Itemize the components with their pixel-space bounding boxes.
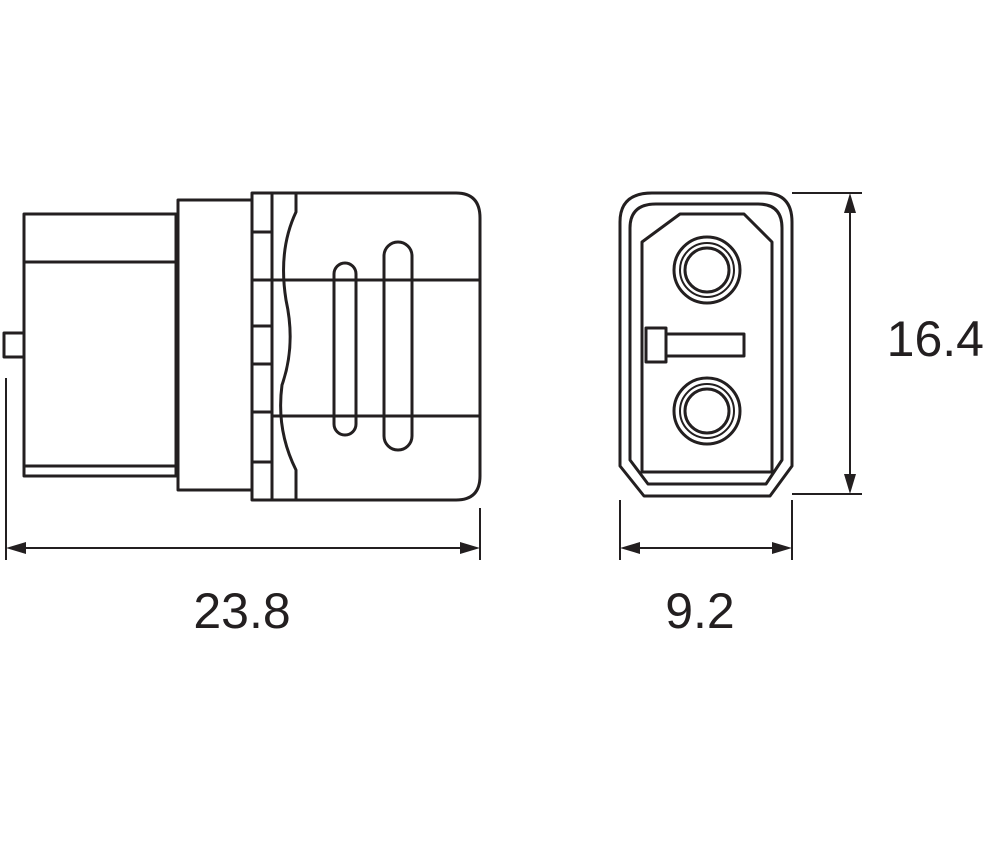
arrowhead-left [6, 542, 26, 554]
arrowhead-right [772, 542, 792, 554]
collar [176, 198, 254, 492]
inner-rim [628, 202, 784, 486]
dimension-length: 23.8 [5, 378, 481, 639]
front-view [618, 191, 794, 498]
dimension-width: 9.2 [619, 500, 793, 639]
front-housing [270, 191, 482, 502]
width-label: 9.2 [665, 583, 735, 639]
dimension-height: 16.4 [792, 192, 984, 495]
rear-boot [2, 212, 178, 478]
length-label: 23.8 [193, 583, 290, 639]
arrowhead-right [460, 542, 480, 554]
ribbed-section [250, 191, 274, 502]
arrowhead-bottom [844, 474, 856, 494]
arrowhead-top [844, 193, 856, 213]
height-label: 16.4 [887, 311, 984, 367]
polarity-key [644, 326, 746, 364]
side-view [2, 191, 482, 502]
outer-shell [618, 191, 794, 498]
socket-top [672, 235, 742, 305]
socket-bottom [672, 376, 742, 446]
arrowhead-left [620, 542, 640, 554]
mating-face [640, 212, 774, 474]
